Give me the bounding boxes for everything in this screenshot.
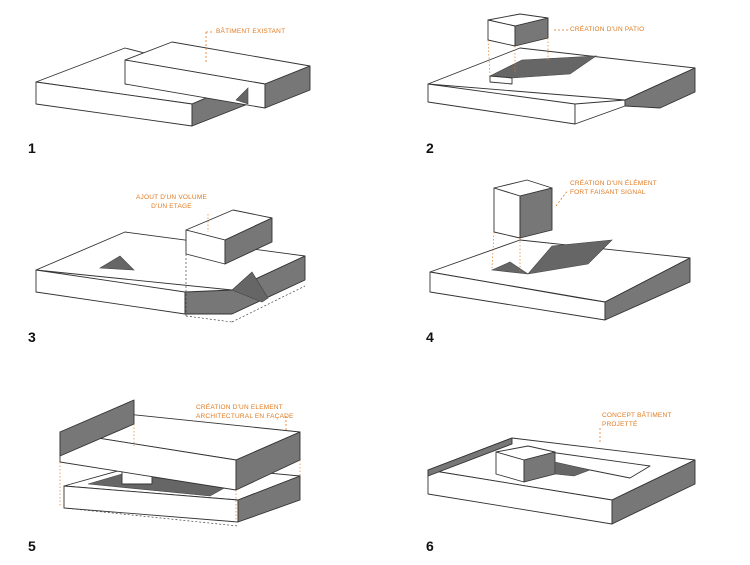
step-4-drawing [429, 179, 691, 321]
step-2-drawing [427, 13, 696, 125]
step-5-annotation-line-1: CRÉATION D'UN ELEMENT [196, 404, 283, 411]
step-3-annotation: AJOUT D'UN VOLUME D'UN ETAGE [136, 194, 207, 211]
step-4-annotation-line-1: CRÉATION D'UN ÉLÉMENT [570, 180, 657, 187]
step-number-4: 4 [426, 329, 434, 345]
step-number-5: 5 [28, 538, 36, 554]
step-5-annotation: CRÉATION D'UN ELEMENT ARCHITECTURAL EN F… [196, 404, 294, 421]
step-1-annotation-line: BÂTIMENT EXISTANT [216, 28, 286, 35]
step-2-annotation-line: CRÉATION D'UN PATIO [570, 26, 645, 33]
step-number-6: 6 [426, 538, 434, 554]
step-number-1: 1 [28, 140, 36, 156]
step-number-2: 2 [426, 140, 434, 156]
step-6-annotation-line-1: CONCEPT BÂTIMENT [602, 412, 672, 419]
step-6-drawing [427, 428, 696, 525]
step-6-annotation: CONCEPT BÂTIMENT PROJETTÉ [602, 412, 672, 429]
step-number-3: 3 [28, 329, 36, 345]
step-4-annotation: CRÉATION D'UN ÉLÉMENT FORT FAISANT SIGNA… [570, 180, 657, 197]
step-3-annotation-line-2: D'UN ETAGE [151, 202, 192, 210]
step-6-annotation-line-2: PROJETTÉ [602, 420, 638, 428]
step-1-annotation: BÂTIMENT EXISTANT [216, 28, 285, 37]
step-1-drawing [35, 31, 311, 127]
step-5-annotation-line-2: ARCHITECTURAL EN FAÇADE [196, 412, 294, 420]
step-4-annotation-line-2: FORT FAISANT SIGNAL [570, 188, 646, 196]
step-5-drawing [59, 399, 301, 527]
step-3-drawing [35, 209, 306, 323]
step-3-annotation-line-1: AJOUT D'UN VOLUME [136, 194, 207, 201]
step-2-annotation: CRÉATION D'UN PATIO [570, 26, 644, 35]
